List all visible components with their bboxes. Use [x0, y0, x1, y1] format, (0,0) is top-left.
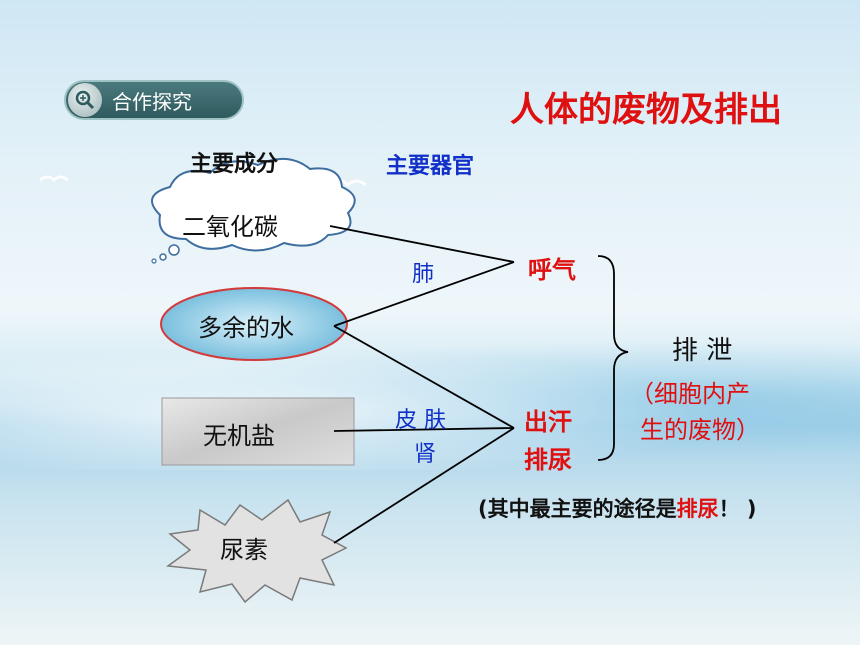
column-header-component: 主要成分: [190, 152, 279, 177]
section-badge: 合作探究: [64, 80, 244, 120]
page-title: 人体的废物及排出: [510, 90, 782, 130]
rectangle-shape: [161, 397, 355, 466]
bottom-note-suffix: ！ ): [718, 497, 757, 521]
component-salt: 无机盐: [203, 422, 275, 450]
process-urine: 排尿: [524, 446, 572, 474]
badge-label: 合作探究: [112, 89, 192, 114]
process-breath: 呼气: [528, 256, 576, 284]
excretion-note-line1: （细胞内产: [630, 380, 750, 408]
magnifier-icon: [68, 83, 102, 117]
connector-lines: [329, 225, 515, 544]
background-sea-band: [0, 330, 860, 470]
bottom-note: (其中最主要的途径是排尿！ ): [478, 493, 757, 523]
component-water: 多余的水: [198, 314, 294, 342]
cloud-shape: [151, 158, 356, 264]
bottom-note-highlight: 排尿: [676, 497, 719, 521]
excretion-note-line2: 生的废物）: [640, 416, 760, 444]
component-urea: 尿素: [220, 536, 268, 564]
organ-kidney: 肾: [414, 442, 437, 467]
component-carbon-dioxide: 二氧化碳: [182, 213, 278, 241]
column-header-organ: 主要器官: [386, 154, 475, 179]
brace-shape: [597, 255, 629, 461]
starburst-shape: [165, 498, 348, 604]
excretion-label: 排 泄: [672, 336, 733, 366]
bottom-note-prefix: (其中最主要的途径是: [478, 497, 677, 521]
process-sweat: 出汗: [524, 408, 572, 436]
organ-skin: 皮 肤: [395, 408, 446, 433]
ellipse-shape: [160, 287, 348, 361]
organ-lung: 肺: [412, 262, 435, 287]
